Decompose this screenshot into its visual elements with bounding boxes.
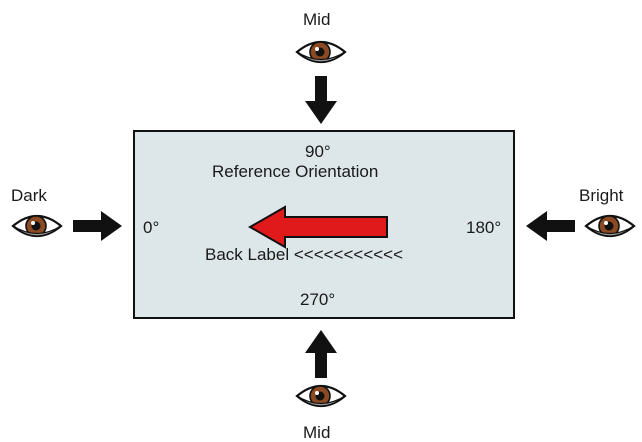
angle-90: 90° <box>305 142 331 161</box>
eye-icon-right <box>584 214 636 238</box>
viewer-label-right: Bright <box>579 186 624 205</box>
eye-icon-bottom <box>295 384 347 408</box>
viewer-label-bottom: Mid <box>303 423 331 442</box>
viewer-label-top: Mid <box>303 10 331 29</box>
angle-180: 180° <box>466 218 502 237</box>
red-arrow-left-icon <box>247 205 388 249</box>
arrow-right-icon <box>73 211 122 241</box>
angle-0: 0° <box>143 218 160 237</box>
panel-title: Reference Orientation <box>212 162 379 181</box>
eye-icon-left <box>11 214 63 238</box>
viewer-label-left: Dark <box>11 186 47 205</box>
arrow-up-icon <box>305 330 337 378</box>
back-label-text: Back Label <<<<<<<<<<< <box>205 245 404 264</box>
angle-270: 270° <box>300 290 336 309</box>
arrow-down-icon <box>305 76 337 124</box>
eye-icon-top <box>295 40 347 64</box>
arrow-left-icon <box>526 211 575 241</box>
